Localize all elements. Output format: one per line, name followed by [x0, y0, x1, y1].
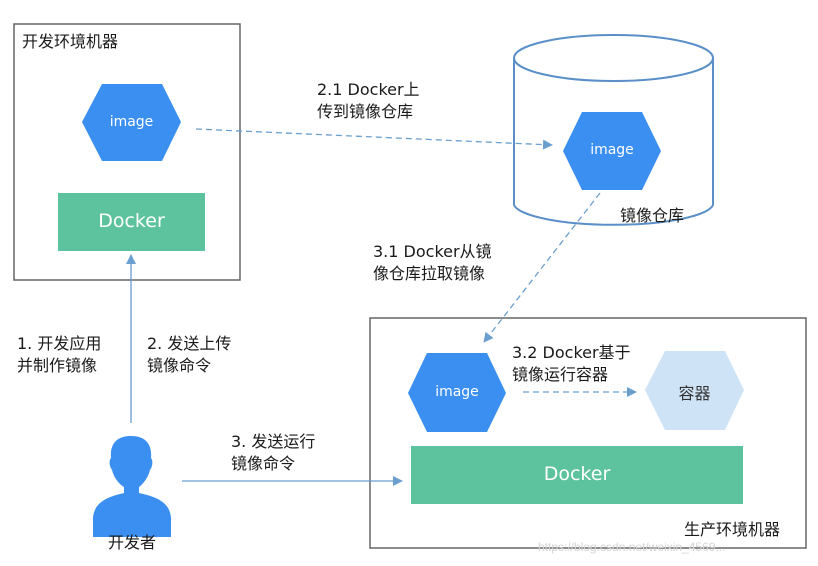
container-hexagon: [645, 351, 744, 430]
step-3-line-1: 3. 发送运行: [231, 432, 316, 451]
watermark: https://blog.csdn.net/weixin_4569...: [538, 540, 726, 554]
step-2-1-line-1: 2.1 Docker上: [317, 80, 420, 99]
registry-image-hexagon: [563, 112, 661, 190]
step-3-1-line-2: 像仓库拉取镜像: [373, 264, 486, 283]
step-1-line-2: 并制作镜像: [17, 356, 98, 375]
prod-image-label: image: [435, 384, 479, 400]
dev-docker-label: Docker: [98, 210, 165, 232]
prod-docker-label: Docker: [543, 463, 611, 485]
dev-machine-title: 开发环境机器: [22, 32, 119, 51]
dev-image-hexagon: [82, 84, 181, 161]
prod-docker-bar: [411, 446, 743, 504]
step-2-1-label: 2.1 Docker上 传到镜像仓库: [317, 79, 420, 123]
arrow-pull-from-registry: [483, 192, 601, 343]
prod-machine-box: [369, 317, 807, 549]
container-label: 容器: [678, 384, 711, 403]
step-2-label: 2. 发送上传 镜像命令: [147, 333, 231, 377]
step-1-line-1: 1. 开发应用: [17, 334, 102, 353]
arrow-upload-to-registry: [195, 128, 553, 150]
prod-machine-title: 生产环境机器: [684, 520, 781, 539]
step-2-line-2: 镜像命令: [147, 356, 212, 375]
step-3-2-line-1: 3.2 Docker基于: [512, 343, 631, 362]
step-2-1-line-2: 传到镜像仓库: [317, 102, 414, 121]
step-3-line-2: 镜像命令: [231, 454, 296, 473]
registry-label: 镜像仓库: [620, 206, 685, 225]
step-3-2-label: 3.2 Docker基于 镜像运行容器: [512, 342, 631, 386]
step-3-label: 3. 发送运行 镜像命令: [231, 431, 315, 475]
developer-label: 开发者: [108, 533, 157, 552]
step-3-1-label: 3.1 Docker从镜 像仓库拉取镜像: [373, 241, 492, 285]
step-3-2-line-2: 镜像运行容器: [512, 365, 609, 384]
dev-image-label: image: [109, 114, 154, 130]
step-2-line-1: 2. 发送上传: [147, 334, 232, 353]
dev-docker-bar: [58, 193, 205, 251]
step-1-label: 1. 开发应用 并制作镜像: [17, 333, 101, 377]
registry-image-label: image: [590, 142, 634, 158]
dev-machine-box: [13, 23, 241, 281]
developer-person-icon: [93, 436, 171, 537]
prod-image-hexagon: [408, 353, 506, 432]
step-3-1-line-1: 3.1 Docker从镜: [373, 242, 492, 261]
registry-cylinder: [513, 34, 714, 226]
